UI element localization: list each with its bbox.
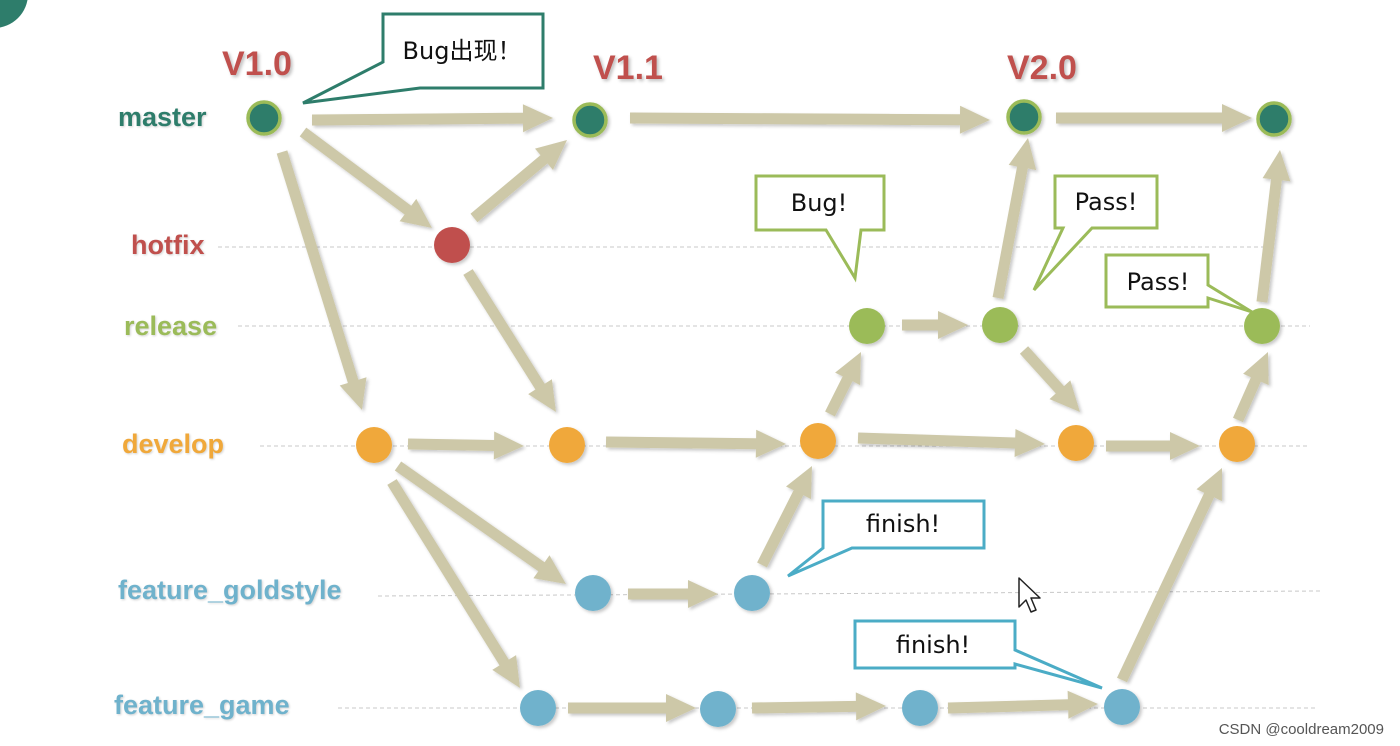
callout-bubble-finish-goldstyle	[787, 499, 986, 578]
release-commit	[1244, 308, 1280, 344]
callout-bug: Bug!	[790, 189, 848, 217]
release-commit	[982, 307, 1018, 343]
watermark: CSDN @cooldream2009	[1218, 721, 1384, 738]
commit-arrow	[1233, 352, 1269, 423]
callout-bubble-pass-final	[1104, 253, 1253, 314]
version-label-v2-0: V2.0	[1007, 49, 1077, 87]
callout-bubble-bug	[754, 174, 886, 283]
commit-arrow	[1117, 468, 1222, 683]
commit-arrow	[825, 352, 861, 417]
develop-commit	[549, 427, 585, 463]
commit-arrow	[568, 694, 696, 722]
commit-arrow	[1106, 432, 1200, 460]
feature-goldstyle-commit	[575, 575, 611, 611]
commit-arrow	[605, 429, 786, 458]
master-commit	[1256, 101, 1292, 137]
branch-label-hotfix: hotfix	[131, 230, 205, 260]
version-label-v1-0: V1.0	[222, 45, 292, 83]
develop-commit	[1219, 426, 1255, 462]
hotfix-commit	[434, 227, 470, 263]
branch-label-feature-goldstyle: feature_goldstyle	[118, 575, 342, 605]
commit-arrow	[857, 429, 1045, 457]
commit-arrow	[992, 138, 1037, 299]
commit-arrow	[757, 466, 812, 568]
commit-arrow	[463, 269, 556, 412]
develop-commit	[800, 423, 836, 459]
branch-label-release: release	[124, 311, 218, 341]
branch-label-develop: develop	[122, 429, 225, 459]
feature-goldstyle-commit	[734, 575, 770, 611]
commit-arrow	[947, 690, 1098, 719]
commit-arrow	[470, 140, 567, 223]
callout-pass-final: Pass!	[1126, 268, 1190, 296]
commit-arrow	[407, 431, 524, 460]
develop-commit	[356, 427, 392, 463]
commit-arrow	[299, 127, 432, 228]
feature-game-commit	[902, 690, 938, 726]
branch-guide-lines	[218, 246, 1321, 709]
callout-bubbles	[302, 12, 1253, 690]
commit-arrow	[1256, 150, 1291, 303]
feature-game-commit	[520, 690, 556, 726]
commit-arrow	[628, 580, 718, 608]
master-commit	[572, 102, 608, 138]
commit-arrow	[276, 150, 367, 410]
release-commit	[849, 308, 885, 344]
callout-bubble-bug-appear	[302, 12, 545, 105]
feature-game-commit	[1104, 689, 1140, 725]
corner-decoration	[0, 0, 28, 28]
branch-label-master: master	[118, 102, 207, 132]
commit-arrow	[630, 105, 990, 134]
callout-pass-release: Pass!	[1074, 188, 1138, 216]
mouse-cursor-icon	[1018, 577, 1041, 613]
branch-label-feature-game: feature_game	[114, 690, 290, 720]
callout-bubble-pass-release	[1032, 174, 1159, 292]
commit-arrow	[751, 692, 886, 721]
version-label-v1-1: V1.1	[593, 49, 663, 87]
callout-bug-appear: Bug出现！	[402, 37, 522, 65]
commit-arrow	[387, 479, 520, 688]
commit-nodes	[246, 99, 1292, 727]
master-commit	[1006, 99, 1042, 135]
master-commit	[246, 100, 282, 136]
commit-arrow	[1056, 104, 1252, 132]
callout-finish-goldstyle: finish!	[865, 510, 941, 538]
feature-game-commit	[700, 691, 736, 727]
commit-arrow	[1019, 346, 1080, 412]
commit-arrow	[394, 461, 566, 584]
commit-arrows	[276, 104, 1291, 722]
commit-arrow	[902, 311, 968, 339]
commit-arrow	[312, 104, 553, 133]
callout-bubble-finish-game	[853, 619, 1103, 690]
callout-finish-game: finish!	[895, 631, 971, 659]
develop-commit	[1058, 425, 1094, 461]
guide-line	[377, 590, 1321, 597]
